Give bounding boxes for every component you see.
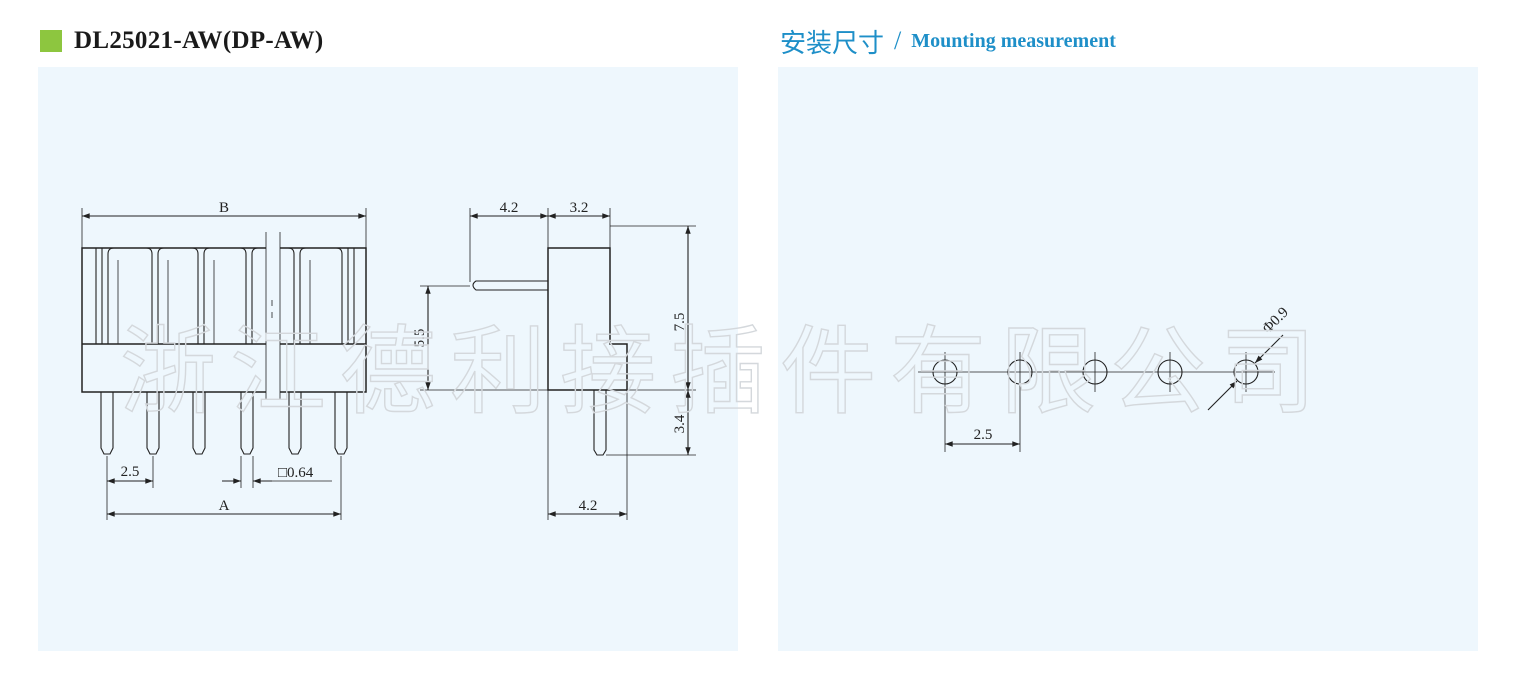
mounting-title-cn: 安装尺寸 (780, 28, 885, 59)
housing-cells (107, 247, 343, 344)
drawing-panel-left (38, 67, 738, 651)
dim-label-top-left: 4.2 (500, 200, 519, 216)
dim-label-b: B (219, 200, 229, 216)
dim-label-pitch: 2.5 (121, 464, 140, 480)
dim-label-a: A (219, 498, 230, 514)
housing-ribs (95, 248, 355, 344)
drawing-panel-right (778, 67, 1478, 651)
company-watermark: 浙江德利接插件有限公司 (120, 316, 1330, 428)
dim-label-tail: 3.4 (672, 414, 688, 433)
dim-label-height: 7.5 (672, 313, 688, 332)
mounting-holes (932, 352, 1259, 392)
part-number-title: DL25021-AW(DP-AW) (74, 27, 324, 54)
header-left: DL25021-AW(DP-AW) (40, 24, 324, 58)
title-separator: / (894, 26, 902, 55)
mount-dim-label-pitch: 2.5 (974, 427, 993, 443)
dim-label-top-right: 3.2 (570, 200, 589, 216)
dim-label-pin-size: □0.64 (278, 465, 314, 481)
header-right: 安装尺寸 / Mounting measurement (780, 24, 1116, 59)
dim-label-bottom: 4.2 (579, 498, 598, 514)
break-gap (266, 232, 280, 404)
front-view: B 2.5 □0.64 A (81, 200, 367, 520)
dim-label-pin-height: 5.5 (412, 329, 428, 348)
front-pins (100, 392, 348, 455)
side-view: 4.2 3.2 7.5 3.4 5.5 4.2 (412, 200, 696, 520)
accent-square-icon (40, 30, 62, 52)
mounting-title-en: Mounting measurement (911, 29, 1116, 52)
side-horizontal-pin (472, 280, 548, 291)
side-vertical-pin (593, 390, 607, 456)
